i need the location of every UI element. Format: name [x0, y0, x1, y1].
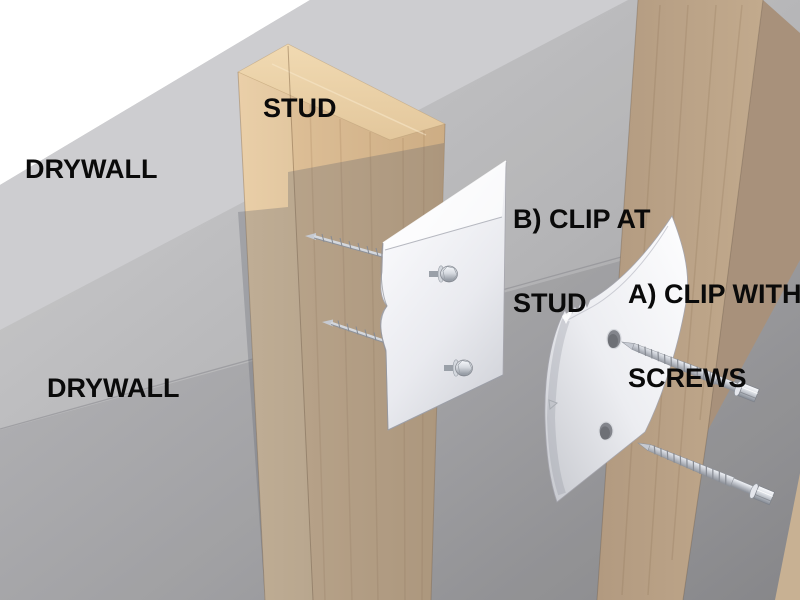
clip-a-stamp-mark [548, 399, 558, 410]
stud-corner-sliver [775, 473, 800, 600]
clip-b-upper-flange [383, 161, 506, 250]
label-clip-b: B) CLIP AT STUD [513, 149, 651, 373]
stud-left-side-face [238, 46, 313, 600]
clip-a [544, 215, 776, 507]
label-stud: STUD [263, 93, 337, 123]
clip-b-bottom-edge [387, 374, 504, 431]
clip-b-left-edge [380, 242, 389, 431]
stud-right-side-face [708, 0, 800, 430]
label-clip-a-line1: A) CLIP WITH [628, 279, 800, 309]
label-clip-a: A) CLIP WITH SCREWS [628, 224, 800, 448]
clip-b-top-edge-highlight [382, 160, 507, 244]
stud-left-top-grain [271, 63, 427, 136]
clip-b-crease [384, 216, 503, 251]
clip-a-hole-upper [606, 328, 622, 350]
label-drywall-lower: DRYWALL [47, 373, 180, 403]
label-clip-b-line1: B) CLIP AT [513, 204, 651, 234]
clip-a-hole-lower [598, 421, 614, 441]
label-drywall-upper: DRYWALL [25, 154, 158, 184]
clip-b-screw-tip-upper [305, 233, 385, 258]
stud-left-top-face [237, 43, 446, 141]
clip-b-screw-tip-lower [322, 319, 388, 344]
clip-b [305, 160, 507, 431]
clip-b-bolt-upper [429, 265, 458, 283]
clip-a-fold-line [563, 225, 669, 323]
label-clip-b-line2: STUD [513, 288, 587, 318]
stud-left-corner-edge [287, 45, 314, 600]
clip-a-left-shading [546, 318, 570, 496]
label-clip-a-line2: SCREWS [628, 363, 747, 393]
clip-b-bolt-lower [444, 359, 473, 377]
clip-a-corner-glint [562, 309, 574, 324]
stud-left [237, 43, 446, 600]
clip-a-plate [544, 215, 688, 503]
